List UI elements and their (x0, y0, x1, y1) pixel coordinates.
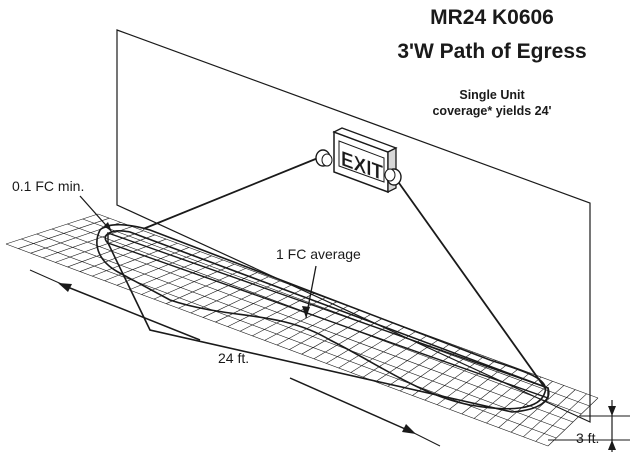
path-outline (104, 230, 550, 413)
min-fc-contour (96, 223, 547, 410)
subtitle-line-1: Single Unit (459, 88, 525, 102)
grid-line (5, 243, 549, 447)
beam-right (393, 175, 546, 389)
length-label: 24 ft. (218, 350, 250, 366)
avg-fc-label: 1 FC average (276, 246, 361, 262)
width-label: 3 ft. (576, 430, 600, 446)
beam-left (142, 157, 319, 230)
length-dim-line-a (59, 283, 201, 341)
grid-line (51, 228, 574, 423)
grid-line (36, 233, 565, 431)
grid-line (82, 218, 590, 407)
wall (116, 29, 591, 423)
title-line-2: 3'W Path of Egress (397, 40, 587, 63)
exit-sign: EXIT (315, 127, 402, 194)
min-fc-label: 0.1 FC min. (12, 178, 85, 194)
subtitle-line-2: coverage* yields 24' (432, 104, 552, 118)
length-dim-line-b (289, 377, 413, 433)
title-line-1: MR24 K0606 (430, 6, 554, 29)
